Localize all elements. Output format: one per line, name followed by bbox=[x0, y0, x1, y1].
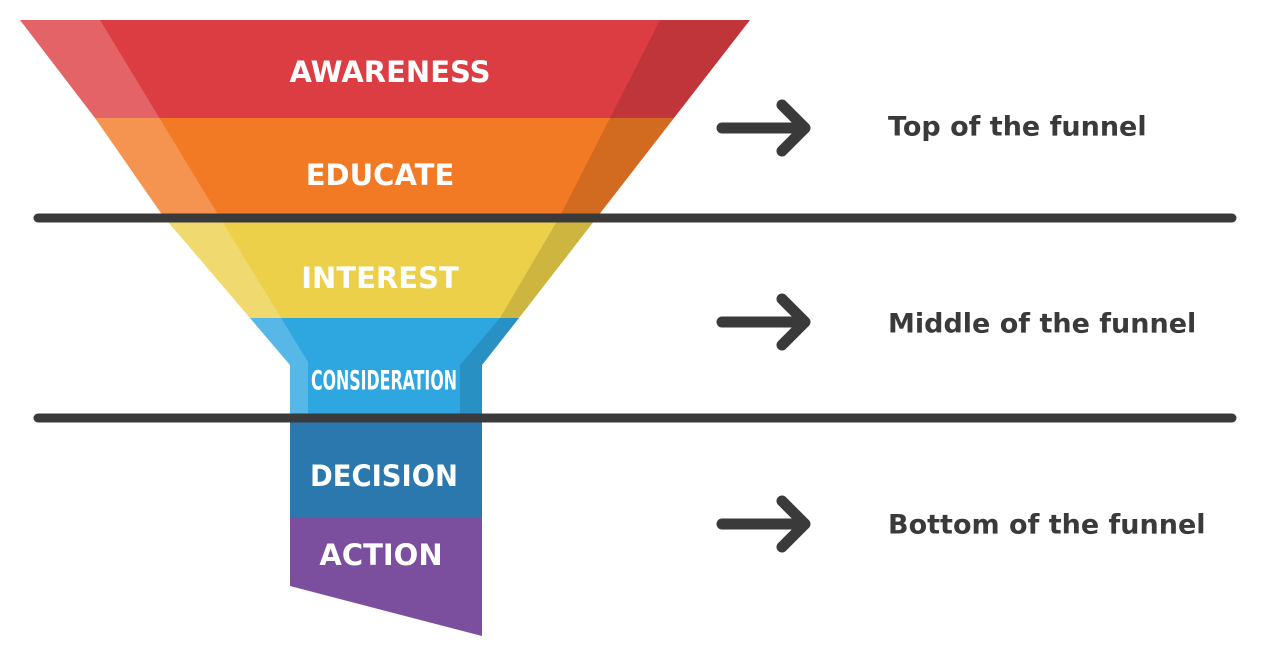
section-label-top: Top of the funnel bbox=[888, 112, 1147, 143]
funnel-band-educate bbox=[95, 118, 674, 216]
funnel-band-decision bbox=[290, 420, 482, 518]
stage-label-interest: INTEREST bbox=[301, 261, 459, 295]
funnel-band-consideration bbox=[250, 318, 519, 420]
stage-labels: AWARENESS EDUCATE INTEREST CONSIDERATION… bbox=[290, 55, 491, 572]
stage-label-action: ACTION bbox=[319, 538, 442, 572]
stage-label-consideration: CONSIDERATION bbox=[311, 366, 457, 397]
funnel-band-interest bbox=[163, 216, 598, 318]
arrow-right-icon bbox=[716, 495, 811, 553]
funnel-band-action bbox=[290, 518, 482, 636]
funnel bbox=[20, 20, 750, 636]
stage-label-decision: DECISION bbox=[310, 459, 458, 493]
section-labels: Top of the funnel Middle of the funnel B… bbox=[888, 112, 1206, 541]
arrow-right-icon bbox=[716, 293, 811, 351]
section-label-bottom: Bottom of the funnel bbox=[888, 510, 1206, 541]
section-label-middle: Middle of the funnel bbox=[888, 309, 1196, 340]
arrow-right-icon bbox=[716, 99, 811, 157]
stage-label-educate: EDUCATE bbox=[306, 158, 455, 192]
stage-label-awareness: AWARENESS bbox=[290, 55, 491, 89]
funnel-band-awareness bbox=[20, 20, 750, 118]
